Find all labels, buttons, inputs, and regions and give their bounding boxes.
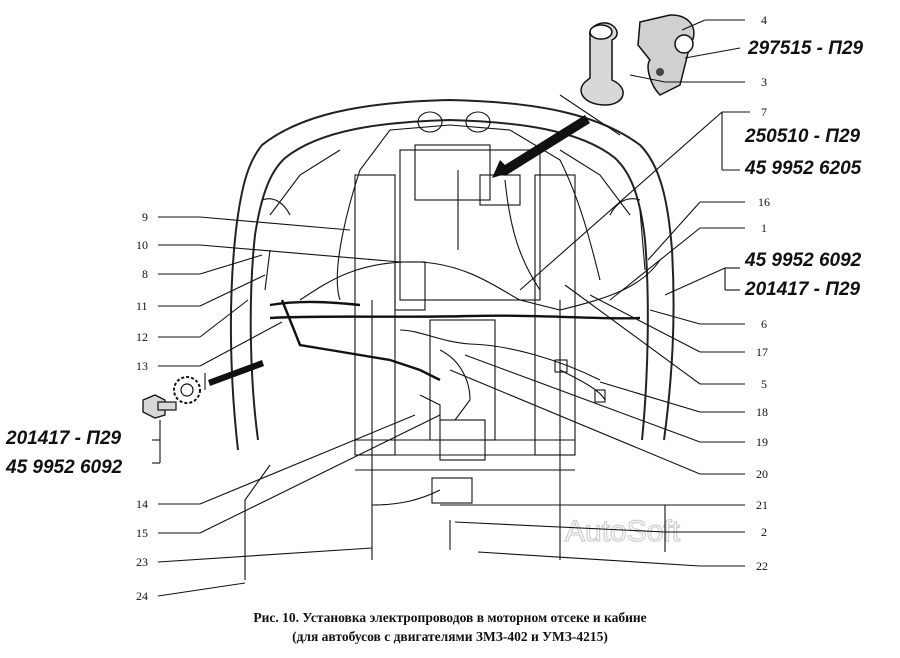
engine-assembly: [354, 111, 576, 560]
callout-7: 7: [761, 105, 767, 119]
part-number-4599526092-right: 45 9952 6092: [744, 250, 862, 271]
callout-14: 14: [136, 497, 148, 511]
callout-18: 18: [756, 405, 768, 419]
part-numbers: 297515 - П29 250510 - П29 45 9952 6205 4…: [5, 38, 864, 478]
callout-8: 8: [142, 267, 148, 281]
bolt-washer-detail: [142, 360, 264, 419]
connector-detail: [580, 14, 695, 106]
part-number-250510: 250510 - П29: [744, 126, 861, 147]
callout-22: 22: [756, 559, 768, 573]
callout-15: 15: [136, 526, 148, 540]
callout-labels: 4 3 7 16 1 6 17 5 18 19 20 21 2 22 9 10 …: [136, 13, 770, 603]
callout-3: 3: [761, 75, 767, 89]
leader-lines: [152, 19, 750, 597]
callout-4: 4: [761, 13, 767, 27]
callout-5: 5: [761, 377, 767, 391]
callout-19: 19: [756, 435, 768, 449]
callout-1: 1: [761, 221, 767, 235]
part-number-4599526092-left: 45 9952 6092: [5, 457, 123, 478]
callout-24: 24: [136, 589, 148, 603]
callout-10: 10: [136, 238, 148, 252]
callout-6: 6: [761, 317, 767, 331]
callout-23: 23: [136, 555, 148, 569]
callout-21: 21: [756, 498, 768, 512]
detail-arrow: [492, 94, 621, 178]
callout-20: 20: [756, 467, 768, 481]
wiring-harness: [244, 124, 661, 580]
figure-caption: Рис. 10. Установка электропроводов в мот…: [253, 610, 646, 644]
callout-13: 13: [136, 359, 148, 373]
caption-line-2: (для автобусов с двигателями ЗМЗ-402 и У…: [292, 629, 608, 644]
caption-line-1: Рис. 10. Установка электропроводов в мот…: [253, 610, 646, 625]
part-number-297515: 297515 - П29: [747, 38, 864, 59]
callout-11: 11: [136, 299, 148, 313]
callout-2: 2: [761, 525, 767, 539]
part-number-201417-left: 201417 - П29: [5, 428, 122, 449]
vehicle-body-outline: [229, 98, 675, 451]
callout-9: 9: [142, 210, 148, 224]
callout-17: 17: [756, 345, 768, 359]
part-number-201417-right: 201417 - П29: [744, 279, 861, 300]
callout-16: 16: [758, 195, 770, 209]
callout-12: 12: [136, 330, 148, 344]
part-number-4599526205: 45 9952 6205: [744, 158, 862, 179]
